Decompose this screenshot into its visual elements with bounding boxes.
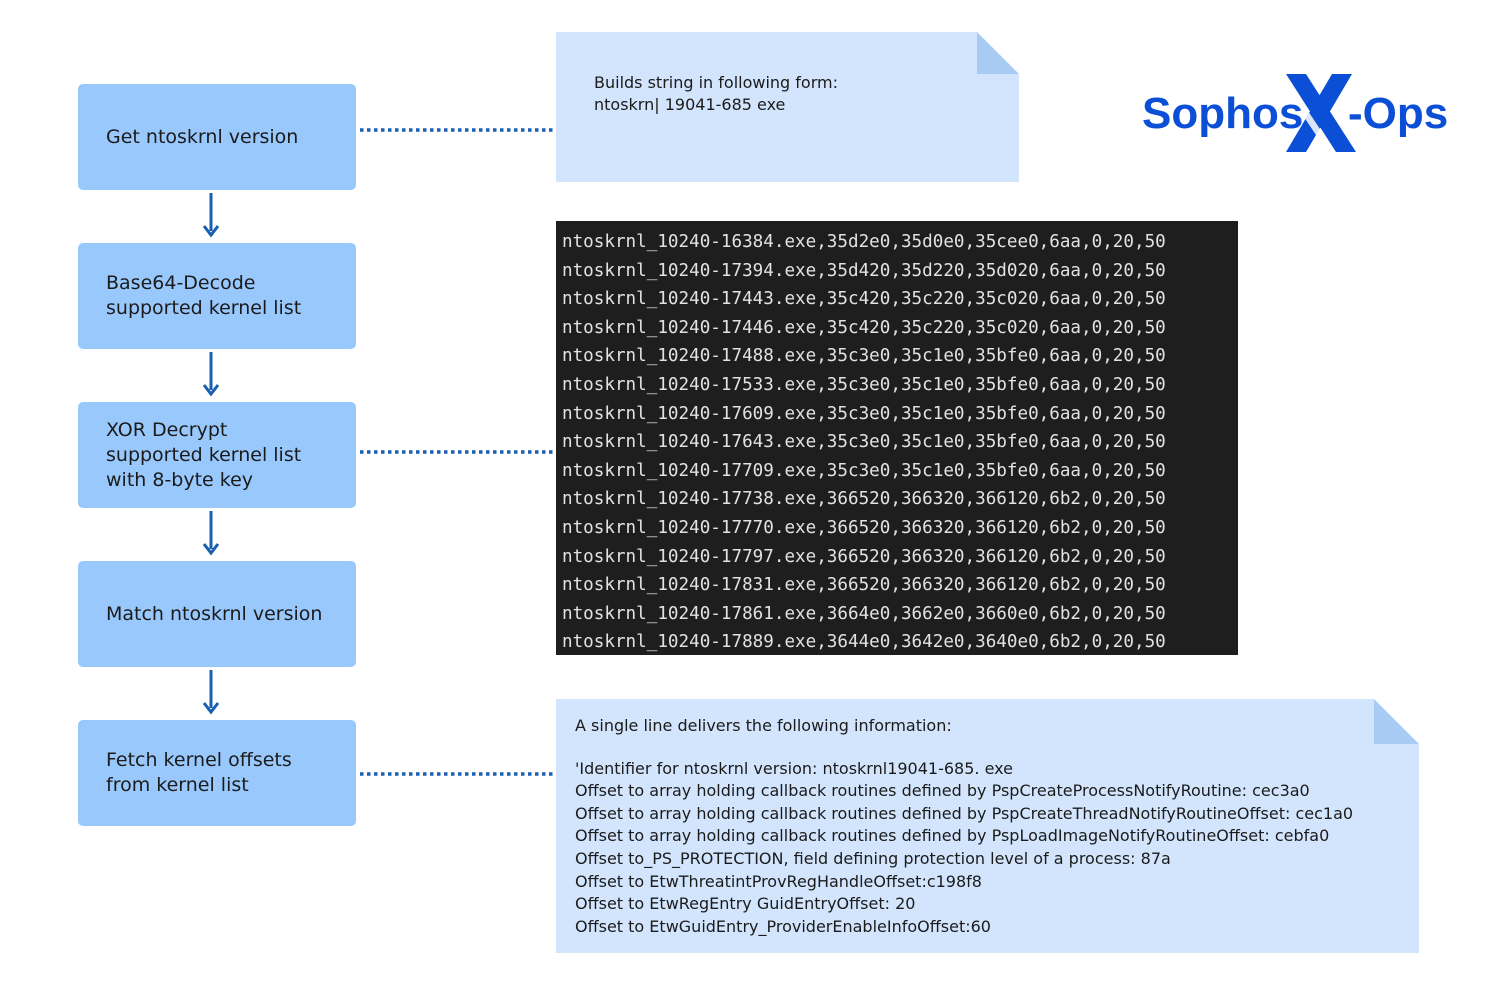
code-line: ntoskrnl_10240-16384.exe,35d2e0,35d0e0,3… [562, 232, 1166, 252]
arrow-down-icon [202, 511, 220, 556]
note-text-line: Offset to array holding callback routine… [575, 803, 1354, 823]
note-build-string: Builds string in following form: ntoskrn… [556, 32, 1019, 182]
code-line: ntoskrnl_10240-17738.exe,366520,366320,3… [562, 489, 1166, 510]
code-line: ntoskrnl_10240-17797.exe,366520,366320,3… [562, 546, 1166, 567]
code-line: ntoskrnl_10240-17831.exe,366520,366320,3… [562, 575, 1166, 596]
code-line: ntoskrnl_10240-17609.exe,35c3e0,35c1e0,3… [562, 403, 1166, 424]
logo-text-sophos: Sophos [1142, 89, 1303, 138]
code-line: ntoskrnl_10240-17770.exe,366520,366320,3… [562, 517, 1166, 538]
step-get-ntoskrnl-version: Get ntoskrnl version [78, 84, 356, 190]
code-line: ntoskrnl_10240-17889.exe,3644e0,3642e0,3… [562, 632, 1166, 653]
note-text-line: Offset to array holding callback routine… [575, 826, 1330, 846]
logo-text-ops: -Ops [1348, 89, 1448, 138]
note-text-line: Offset to array holding callback routine… [575, 781, 1310, 801]
arrow-down-icon [202, 670, 220, 715]
kernel-list-code-block: ntoskrnl_10240-16384.exe,35d2e0,35d0e0,3… [556, 221, 1238, 655]
step-fetch-kernel-offsets: Fetch kernel offsets from kernel list [78, 720, 356, 826]
code-line: ntoskrnl_10240-17861.exe,3664e0,3662e0,3… [562, 603, 1166, 624]
sophos-x-ops-logo: Sophos -Ops [1142, 74, 1448, 152]
note-text-line: Offset to EtwRegEntry GuidEntryOffset: 2… [575, 894, 916, 914]
code-line: ntoskrnl_10240-17488.exe,35c3e0,35c1e0,3… [562, 346, 1166, 367]
code-line: ntoskrnl_10240-17643.exe,35c3e0,35c1e0,3… [562, 432, 1166, 453]
note-text-line: Offset to EtwGuidEntry_ProviderEnableInf… [575, 916, 991, 936]
note-offsets-info: A single line delivers the following inf… [556, 699, 1419, 953]
step-label: XOR Decrypt [106, 418, 228, 441]
step-base64-decode: Base64-Decode supported kernel list [78, 243, 356, 349]
note-intro: A single line delivers the following inf… [575, 716, 952, 735]
step-xor-decrypt: XOR Decrypt supported kernel list with 8… [78, 402, 356, 508]
step-label: supported kernel list [106, 443, 302, 466]
note-text-line: Offset to_PS_PROTECTION, field defining … [575, 848, 1171, 868]
step-label: Match ntoskrnl version [106, 602, 323, 625]
code-line: ntoskrnl_10240-17443.exe,35c420,35c220,3… [562, 289, 1166, 310]
code-line: ntoskrnl_10240-17709.exe,35c3e0,35c1e0,3… [562, 460, 1166, 481]
step-label: with 8-byte key [106, 468, 254, 491]
note-text-line: Builds string in following form: [594, 73, 838, 92]
note-text-line: ntoskrn| 19041-685 exe [594, 95, 786, 114]
code-line: ntoskrnl_10240-17533.exe,35c3e0,35c1e0,3… [562, 374, 1166, 395]
dotted-connector [360, 450, 556, 454]
page-fold [1374, 699, 1419, 744]
arrow-down-icon [202, 352, 220, 397]
step-label: Get ntoskrnl version [106, 125, 299, 148]
step-label: Base64-Decode [106, 272, 256, 294]
code-line: ntoskrnl_10240-17394.exe,35d420,35d220,3… [562, 260, 1166, 281]
arrow-down-icon [202, 193, 220, 238]
step-match-ntoskrnl-version: Match ntoskrnl version [78, 561, 356, 667]
note-text-line: 'Identifier for ntoskrnl version: ntoskr… [575, 758, 1013, 778]
dotted-connector [360, 128, 556, 132]
page-fold [977, 32, 1019, 74]
step-label: supported kernel list [106, 297, 302, 319]
note-text-line: Offset to EtwThreatintProvRegHandleOffse… [575, 871, 982, 891]
code-line: ntoskrnl_10240-17446.exe,35c420,35c220,3… [562, 317, 1166, 338]
step-label: Fetch kernel offsets [106, 749, 292, 771]
dotted-connector [360, 772, 556, 776]
step-label: from kernel list [106, 774, 249, 796]
